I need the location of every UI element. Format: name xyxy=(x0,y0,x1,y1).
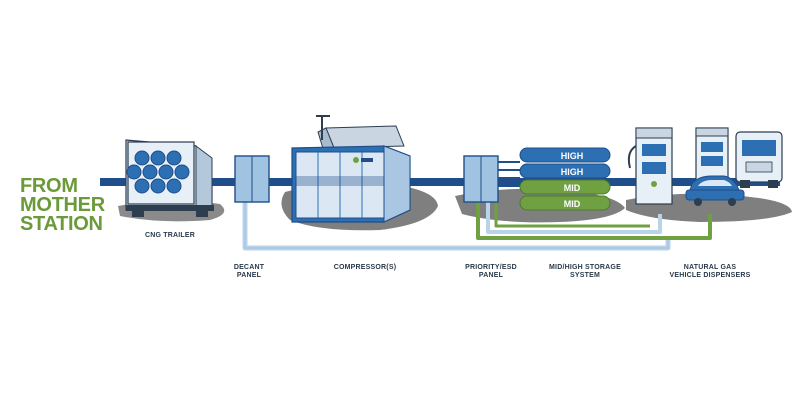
storage-tank-1-label: HIGH xyxy=(561,151,584,161)
storage-tank-3: MID xyxy=(519,179,611,195)
caption-storage-system-line-2: SYSTEM xyxy=(570,272,600,279)
decant-panel xyxy=(234,155,270,203)
return-lines xyxy=(242,200,712,251)
storage-tank-2-label: HIGH xyxy=(561,167,584,177)
truck xyxy=(735,131,783,188)
caption-dispensers: NATURAL GAS VEHICLE DISPENSERS xyxy=(660,264,760,280)
caption-cng-trailer: CNG TRAILER xyxy=(144,232,196,239)
heading-line-3: STATION xyxy=(20,213,103,235)
storage-tank-4: MID xyxy=(519,195,611,211)
storage-tank-4-label: MID xyxy=(564,199,581,209)
caption-priority-panel: PRIORITY/ESD PANEL xyxy=(456,264,526,280)
caption-decant-panel-line-1: DECANT xyxy=(233,264,265,271)
caption-decant-panel: DECANT PANEL xyxy=(225,264,273,280)
heading-line-2: MOTHER xyxy=(20,194,105,216)
caption-compressor: COMPRESSOR(S) xyxy=(333,264,397,271)
compressor xyxy=(291,115,411,223)
heading-line-1: FROM xyxy=(20,175,78,197)
caption-dispensers-line-1: NATURAL GAS xyxy=(683,264,737,271)
caption-decant-panel-line-2: PANEL xyxy=(236,272,262,279)
caption-priority-panel-line-1: PRIORITY/ESD xyxy=(465,264,517,271)
main-supply-line xyxy=(100,178,780,186)
nozzle-icon xyxy=(627,145,637,169)
dispenser-1 xyxy=(627,127,673,205)
caption-storage-system-line-1: MID/HIGH STORAGE xyxy=(549,264,621,271)
cylinder-bundle-icon xyxy=(126,150,190,194)
caption-priority-panel-line-2: PANEL xyxy=(478,272,504,279)
cng-trailer xyxy=(125,139,214,217)
storage-tank-3-label: MID xyxy=(564,183,581,193)
caption-storage-system: MID/HIGH STORAGE SYSTEM xyxy=(540,264,630,280)
priority-esd-panel xyxy=(463,155,520,203)
car xyxy=(685,175,745,206)
brand-logo-icon xyxy=(353,157,373,163)
caption-dispensers-line-2: VEHICLE DISPENSERS xyxy=(669,272,751,279)
storage-tank-1: HIGH xyxy=(519,147,611,163)
storage-tank-2: HIGH xyxy=(519,163,611,179)
